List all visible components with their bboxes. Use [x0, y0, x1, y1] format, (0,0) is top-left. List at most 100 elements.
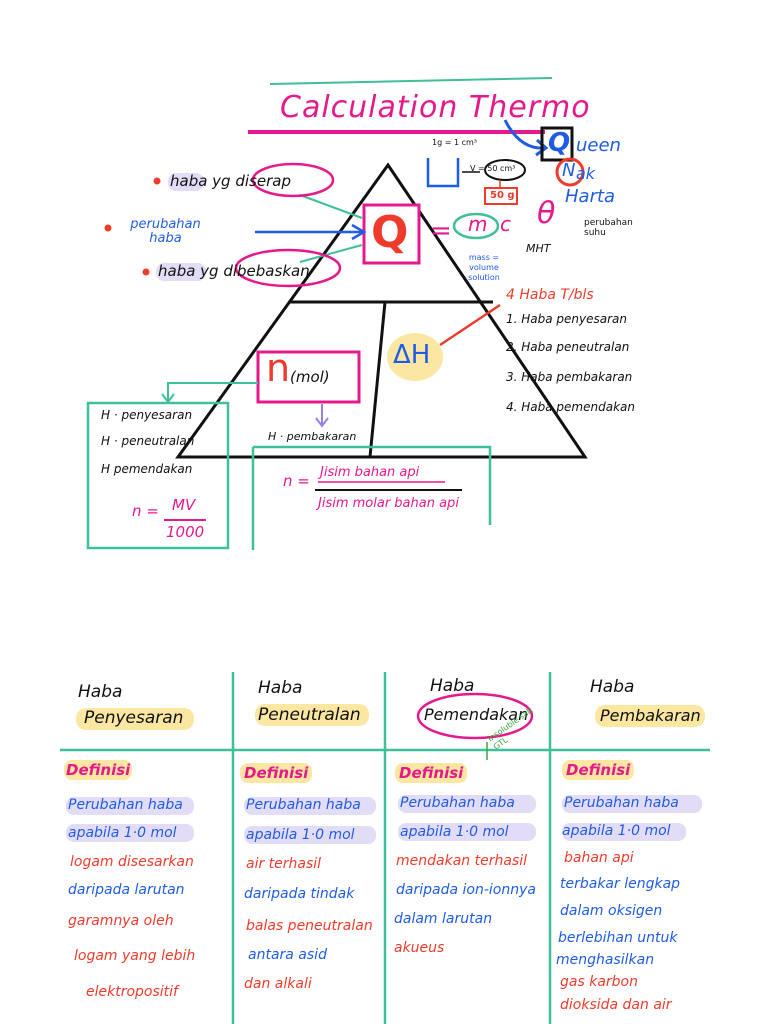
n-box — [256, 350, 361, 404]
m-circle — [452, 212, 500, 240]
left-box — [86, 401, 230, 550]
def-line: Perubahan haba — [246, 797, 361, 813]
formula-mht: MHT — [526, 242, 551, 255]
def-line: dalam larutan — [394, 911, 493, 927]
def-line: berlebihan untuk — [558, 930, 678, 946]
def-hl-1 — [64, 760, 132, 780]
haba-list-item: 2. Haba peneutralan — [506, 340, 630, 354]
def-line: logam disesarkan — [70, 854, 194, 870]
n-to-left-head — [161, 393, 175, 404]
col-name: Peneutralan — [258, 705, 361, 725]
formula-theta-note: perubahan suhu — [584, 218, 633, 238]
def-line: Perubahan haba — [564, 795, 679, 811]
col-def-label: Definisi — [566, 761, 631, 779]
q-box — [362, 203, 421, 265]
triangle-divider — [290, 300, 493, 458]
def-line: mendakan terhasil — [396, 853, 527, 869]
center-box — [251, 445, 492, 550]
formula-eq: = — [430, 216, 452, 246]
def-line: apabila 1·0 mol — [246, 827, 355, 843]
def-line-hl-2a — [244, 797, 376, 815]
q-arrow-head — [535, 138, 549, 157]
def-line: elektropositif — [86, 984, 178, 1000]
pembakaran-hl — [595, 705, 705, 727]
diserap-oval — [251, 162, 335, 198]
def-line: apabila 1·0 mol — [68, 825, 177, 841]
def-line: Perubahan haba — [68, 797, 183, 813]
center-box-lhs: n = — [283, 472, 310, 490]
def-line-hl-1a — [66, 797, 194, 815]
haba-list-item: 1. Haba penyesaran — [506, 312, 628, 326]
def-line: dalam oksigen — [560, 903, 663, 919]
col-haba: Haba — [590, 677, 635, 697]
def-line: bahan api — [564, 850, 634, 866]
haba-list-item: 4. Haba pemendakan — [506, 400, 635, 414]
haba-list-heading: 4 Haba T/bls — [506, 287, 594, 303]
center-box-num: Jisim bahan api — [320, 465, 420, 480]
n-to-center-head — [315, 417, 329, 428]
def-line: dan alkali — [244, 976, 312, 992]
volume-circle — [484, 159, 526, 181]
triangle-dh: ΔH — [393, 340, 431, 370]
dh-disc — [387, 333, 443, 381]
formula-m: m — [468, 212, 488, 236]
col-haba: Haba — [78, 682, 123, 702]
col-name: Pembakaran — [600, 706, 701, 725]
bullet-3 — [142, 268, 150, 276]
def-line: daripada ion-ionnya — [396, 882, 536, 898]
mnemonic-harta: Harta — [565, 186, 616, 207]
def-line-hl-3a — [398, 795, 536, 813]
formula-mass-note: mass = volume solution — [468, 253, 500, 282]
mnemonic-ueen: ueen — [576, 135, 621, 156]
left-box-formula-lhs: n = — [132, 502, 159, 520]
def-line-hl-2b — [244, 826, 376, 844]
pemendakan-oval — [416, 692, 534, 740]
nak-n-circle — [555, 157, 585, 187]
note-absorbed: haba yg diserap — [170, 172, 291, 190]
haba-list-item: 3. Haba pembakaran — [506, 370, 633, 384]
n-to-left-arrow — [167, 382, 258, 400]
def-line: balas peneutralan — [246, 918, 373, 934]
formula-q: Q — [371, 207, 409, 258]
def-line-hl-3b — [398, 823, 536, 841]
page-title: Calculation Thermo — [280, 90, 591, 125]
def-line: dioksida dan air — [560, 997, 672, 1013]
note-released: haba yg dibebaskan — [158, 262, 310, 280]
def-line: apabila 1·0 mol — [562, 823, 671, 839]
note-change: perubahan haba — [130, 217, 201, 246]
def-line: air terhasil — [246, 856, 322, 872]
def-line: daripada larutan — [68, 882, 185, 898]
def-line: logam yang lebih — [74, 948, 196, 964]
formula-theta: θ — [537, 196, 556, 231]
def-line-hl-1b — [66, 824, 194, 842]
haba-hl-2 — [156, 263, 206, 281]
def-line: antara asid — [248, 947, 327, 963]
arrow-top — [299, 194, 363, 219]
def-line: Perubahan haba — [400, 795, 515, 811]
title-overline — [269, 77, 553, 85]
left-box-line: H · peneutralan — [101, 434, 195, 448]
def-hl-2 — [240, 763, 312, 783]
def-line: terbakar lengkap — [560, 876, 681, 892]
def-line: daripada tindak — [244, 886, 355, 902]
col-def-label: Definisi — [244, 764, 309, 782]
center-box-label: H · pembakaran — [268, 430, 357, 443]
left-box-formula-num: MV — [172, 496, 196, 514]
penyesaran-hl — [76, 708, 194, 730]
haba-hl-1 — [168, 173, 204, 191]
col-haba: Haba — [430, 676, 475, 696]
col-haba: Haba — [258, 678, 303, 698]
bullet-1 — [153, 177, 161, 185]
left-box-formula-den: 1000 — [166, 523, 205, 541]
col-def-label: Definisi — [66, 761, 131, 779]
def-line: apabila 1·0 mol — [400, 824, 509, 840]
def-line: garamnya oleh — [68, 913, 174, 929]
col-name: Penyesaran — [84, 708, 184, 728]
beaker-icon — [426, 158, 460, 188]
arrow-mid-head — [351, 223, 367, 241]
queen-q-box — [540, 126, 574, 162]
col-def-label: Definisi — [399, 764, 464, 782]
beaker-mass: 50 g — [490, 190, 515, 201]
triangle-mol: (mol) — [290, 368, 330, 386]
beaker-note: 1g = 1 cm³ — [432, 138, 477, 147]
